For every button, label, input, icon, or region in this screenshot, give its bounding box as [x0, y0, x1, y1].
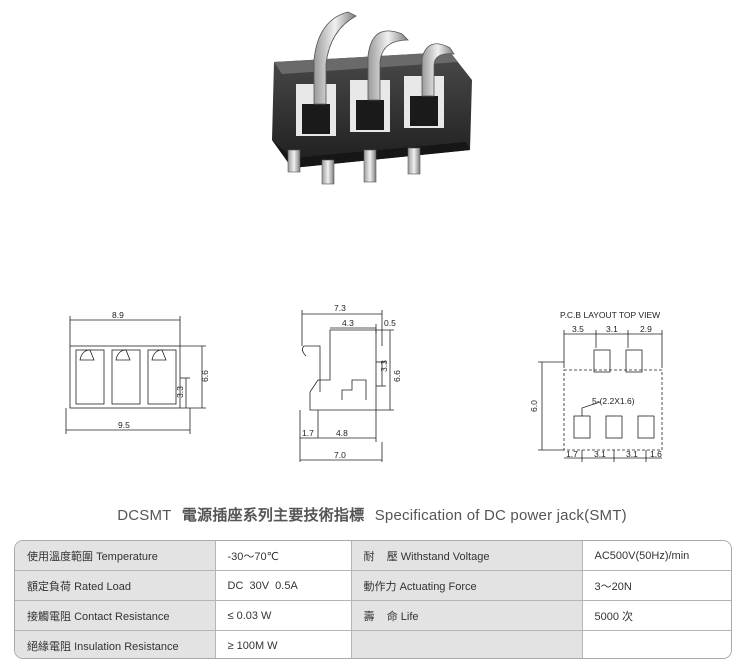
pcb-bottom-dim-4: 1.6: [650, 449, 662, 459]
side-top-dim: 7.3: [334, 303, 346, 313]
side-view-drawing: 7.3 4.3 0.5 6.6 3.3 1.7 4.8 7.0: [299, 303, 402, 462]
spec-value: -30～70℃: [214, 541, 352, 571]
pcb-layout-label: P.C.B LAYOUT TOP VIEW: [560, 310, 660, 320]
spec-label: 接觸電阻 Contact Resistance: [15, 600, 215, 631]
front-height-dim: 6.6: [200, 370, 210, 382]
spec-label: [351, 630, 582, 658]
front-view-drawing: 8.9 9.5 6.6 3.3: [65, 310, 210, 434]
front-bottom-dim: 9.5: [118, 420, 130, 430]
spec-value: DC 30V 0.5A: [214, 570, 352, 601]
pcb-bottom-dim-3: 3.1: [626, 449, 638, 459]
side-height-dim: 6.6: [392, 370, 402, 382]
product-photo: [272, 11, 472, 185]
title-english: Specification of DC power jack(SMT): [374, 507, 627, 524]
spec-title: DCSMT 電源插座系列主要技術指標 Specification of DC p…: [0, 504, 744, 525]
pcb-top-dim-2: 3.1: [606, 324, 618, 334]
pcb-bottom-dim-2: 3.1: [594, 449, 606, 459]
pcb-top-dim-3: 2.9: [640, 324, 652, 334]
pcb-bottom-dim-1: 1.7: [566, 449, 578, 459]
side-sub-dim-a: 4.3: [342, 318, 354, 328]
title-chinese: 電源插座系列主要技術指標: [181, 507, 365, 524]
table-row: 額定負荷 Rated Load DC 30V 0.5A 動作力 Actuatin…: [15, 570, 731, 601]
spec-value: AC500V(50Hz)/min: [581, 541, 731, 571]
spec-label: 壽 命 Life: [351, 600, 582, 631]
spec-label: 額定負荷 Rated Load: [15, 570, 215, 601]
spec-table: 使用溫度範圍 Temperature -30～70℃ 耐 壓 Withstand…: [14, 540, 732, 659]
title-model: DCSMT: [117, 507, 172, 524]
spec-value: ≤ 0.03 W: [214, 600, 352, 631]
spec-value: 3～20N: [581, 570, 731, 601]
spec-value: [581, 630, 731, 658]
side-inner-dim: 3.3: [379, 360, 389, 372]
pcb-side-dim: 6.0: [529, 400, 539, 412]
table-row: 使用溫度範圍 Temperature -30～70℃ 耐 壓 Withstand…: [15, 541, 731, 571]
table-row: 接觸電阻 Contact Resistance ≤ 0.03 W 壽 命 Lif…: [15, 600, 731, 631]
side-bottom-b: 4.8: [336, 428, 348, 438]
spec-label: 耐 壓 Withstand Voltage: [351, 541, 582, 571]
side-sub-dim-b: 0.5: [384, 318, 396, 328]
table-row: 絕緣電阻 Insulation Resistance ≥ 100M W: [15, 630, 731, 658]
spec-value: ≥ 100M W: [214, 630, 352, 658]
front-top-dim: 8.9: [112, 310, 124, 320]
side-bottom-a: 1.7: [302, 428, 314, 438]
spec-value: 5000 次: [581, 600, 731, 631]
pcb-pad-label: 5-(2.2X1.6): [592, 396, 635, 406]
pcb-top-dim-1: 3.5: [572, 324, 584, 334]
front-inner-dim: 3.3: [175, 386, 185, 398]
spec-label: 絕緣電阻 Insulation Resistance: [15, 630, 215, 658]
side-bottom-total: 7.0: [334, 450, 346, 460]
pcb-layout-drawing: P.C.B LAYOUT TOP VIEW 3.5 3.1 2.9 5-(2.2…: [529, 310, 663, 462]
spec-label: 動作力 Actuating Force: [351, 570, 582, 601]
spec-label: 使用溫度範圍 Temperature: [15, 541, 215, 571]
